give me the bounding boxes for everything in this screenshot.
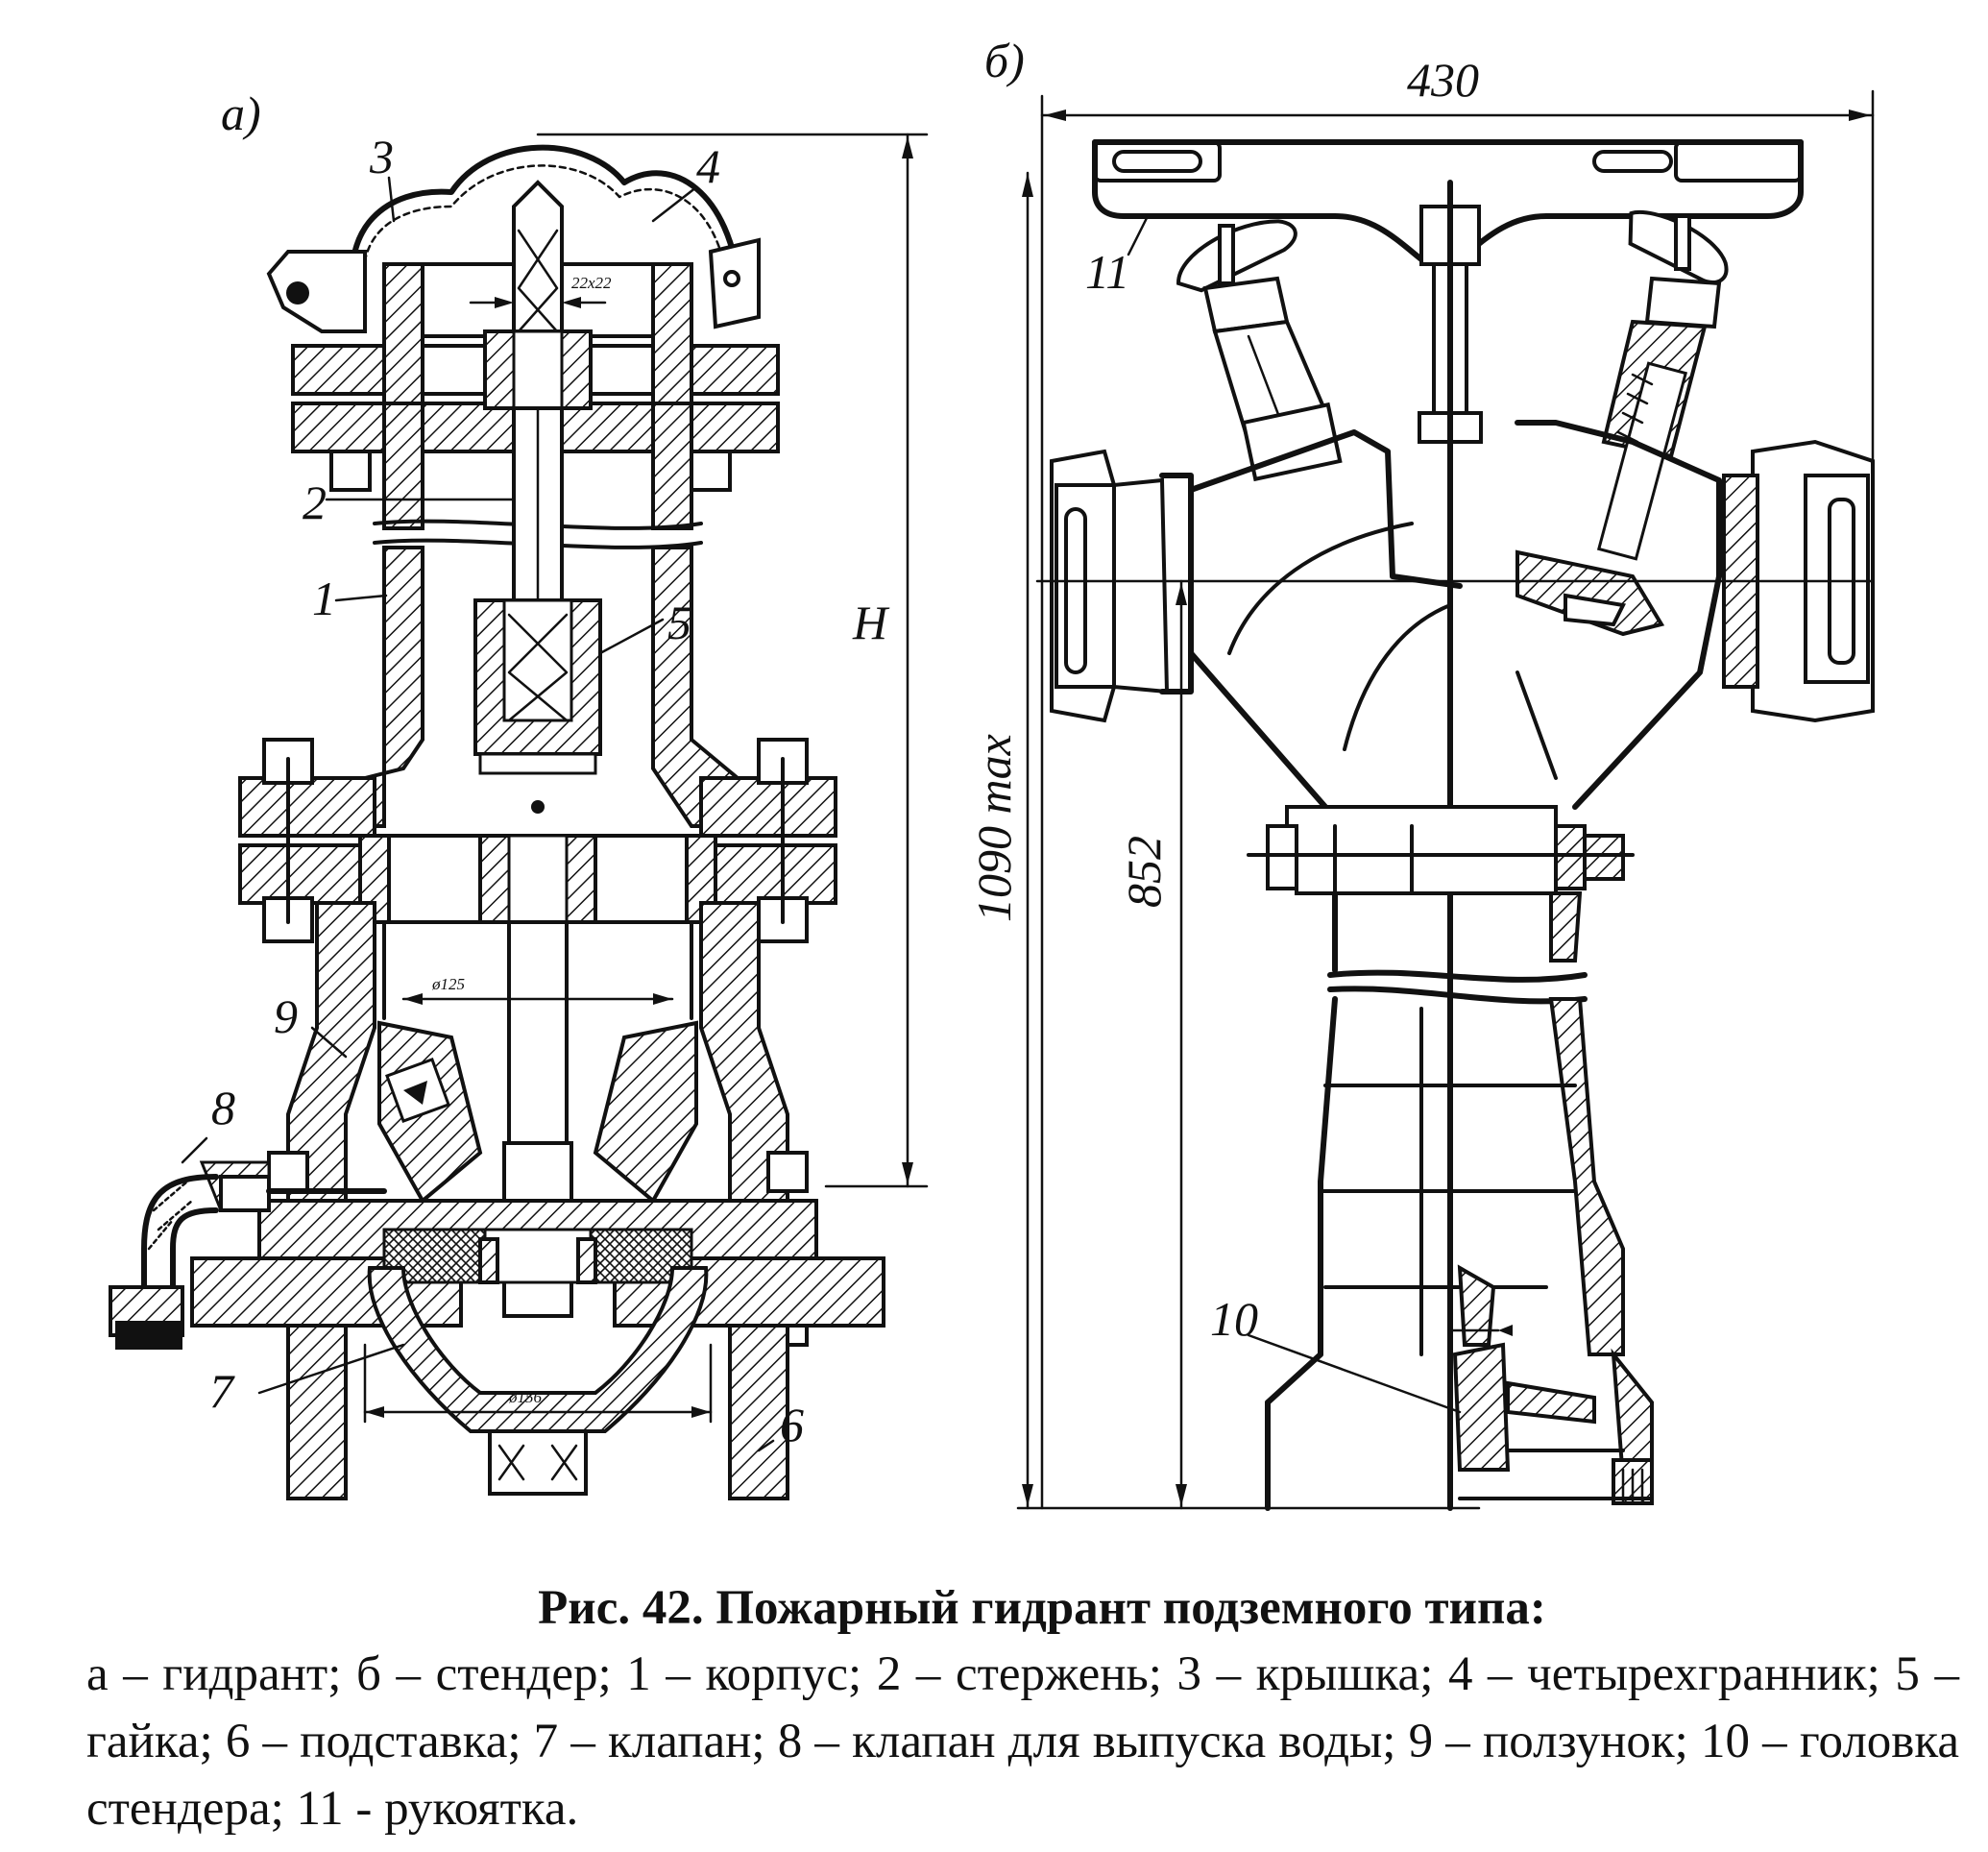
dimension-width: 430: [1407, 53, 1479, 107]
part-label-10: 10: [1210, 1292, 1258, 1346]
part-label-2: 2: [303, 475, 327, 529]
hydrant-technical-drawing: а) 3 4 2 1 5 9 8 7 6 H 22x22 ø125 ø156: [109, 34, 1875, 1511]
caption-line-2: 4 – четырехгранник; 5 – гайка; 6 – подст…: [86, 1647, 1960, 1768]
part-label-3: 3: [369, 130, 394, 183]
part-label-4: 4: [696, 139, 720, 193]
panel-a-hydrant: а) 3 4 2 1 5 9 8 7 6 H 22x22 ø125 ø156: [109, 86, 929, 1500]
part-label-11: 11: [1085, 245, 1129, 299]
dimension-h: H: [852, 596, 890, 649]
caption-legend: а – гидрант; б – стендер; 1 – корпус; 2 …: [86, 1641, 1959, 1842]
panel-b-standpipe: б) 430 11 10 1090 max 852: [967, 34, 1875, 1511]
part-label-8: 8: [211, 1081, 235, 1134]
dimension-bore: ø125: [431, 975, 465, 993]
dimension-valve: ø156: [508, 1388, 543, 1406]
caption-title: Рис. 42. Пожарный гидрант подземного тип…: [538, 1581, 1546, 1635]
dimension-square-key: 22x22: [571, 274, 612, 292]
part-label-7: 7: [209, 1364, 235, 1418]
caption-line-1: а – гидрант; б – стендер; 1 – корпус; 2 …: [86, 1647, 1434, 1701]
part-label-6: 6: [780, 1398, 804, 1451]
part-label-1: 1: [312, 572, 336, 625]
part-label-9: 9: [274, 989, 298, 1043]
dimension-outlet-height: 852: [1117, 836, 1171, 908]
figure-caption: Рис. 42. Пожарный гидрант подземного тип…: [86, 1575, 1959, 1842]
panel-b-label: б): [984, 34, 1025, 87]
caption-line-3: выпуска воды; 9 – ползунок; 10 – головка…: [86, 1715, 1959, 1836]
part-label-5: 5: [667, 596, 691, 649]
dimension-height-max: 1090 max: [967, 734, 1021, 922]
panel-a-label: а): [221, 86, 261, 140]
